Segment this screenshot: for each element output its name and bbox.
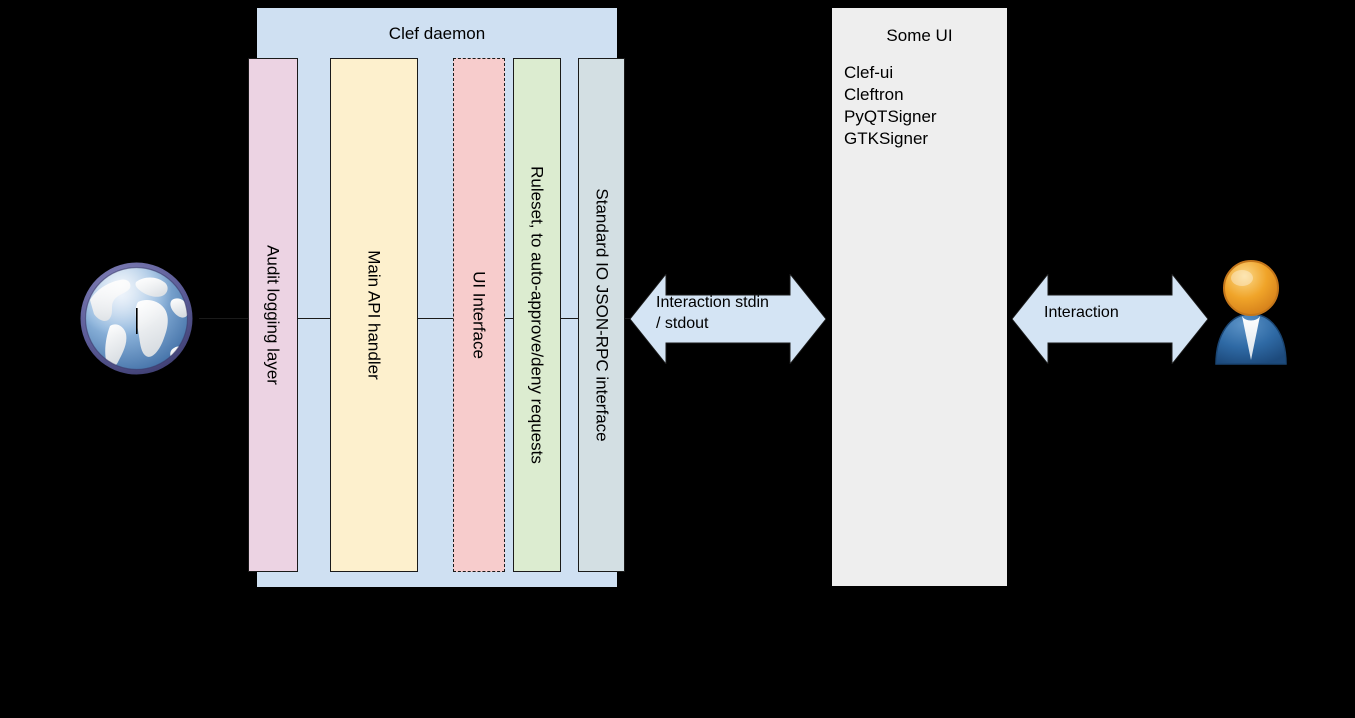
- interaction-arrow: Interaction: [1012, 274, 1208, 364]
- layer-ui-interface[interactable]: UI Interface: [453, 58, 505, 572]
- list-item: Cleftron: [844, 85, 904, 104]
- some-ui-list: Clef-ui Cleftron PyQTSigner GTKSigner: [844, 62, 937, 150]
- some-ui-panel: Some UI Clef-ui Cleftron PyQTSigner GTKS…: [832, 8, 1007, 586]
- interaction-arrow-label: Interaction: [1044, 304, 1119, 321]
- list-item: GTKSigner: [844, 129, 929, 148]
- layer-main-api-handler[interactable]: Main API handler: [330, 58, 418, 572]
- layer-audit-logging-label: Audit logging layer: [263, 245, 283, 385]
- layer-ui-interface-label: UI Interface: [469, 271, 489, 359]
- layer-main-api-handler-label: Main API handler: [364, 250, 384, 380]
- layer-stdio-jsonrpc[interactable]: Standard IO JSON-RPC interface: [578, 58, 625, 572]
- stdio-arrow-shape: [630, 274, 826, 364]
- layer-audit-logging[interactable]: Audit logging layer: [248, 58, 298, 572]
- clef-daemon-container: Clef daemon: [257, 8, 617, 587]
- layer-ruleset-label: Ruleset, to auto-approve/deny requests: [527, 166, 547, 464]
- globe-icon: [74, 256, 199, 381]
- interaction-arrow-shape: [1012, 274, 1208, 364]
- some-ui-title: Some UI: [886, 26, 953, 45]
- stdio-arrow-label: Interaction stdin / stdout: [656, 294, 769, 332]
- list-item: PyQTSigner: [844, 107, 937, 126]
- list-item: Clef-ui: [844, 63, 894, 82]
- stdio-arrow: Interaction stdin / stdout: [630, 274, 826, 364]
- layer-ruleset[interactable]: Ruleset, to auto-approve/deny requests: [513, 58, 561, 572]
- user-icon: [1206, 256, 1296, 366]
- clef-daemon-title: Clef daemon: [388, 24, 486, 43]
- layer-stdio-jsonrpc-label: Standard IO JSON-RPC interface: [592, 188, 611, 442]
